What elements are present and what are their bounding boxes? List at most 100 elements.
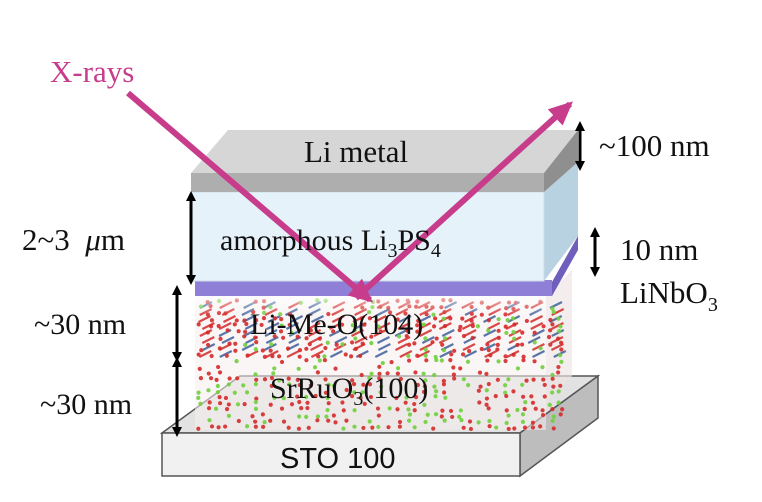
lattice-atom — [244, 322, 258, 330]
lattice-atom — [324, 414, 329, 419]
lattice-atom — [265, 336, 279, 344]
lattice-atom — [558, 383, 563, 388]
lattice-atom — [205, 330, 211, 335]
lattice-atom — [312, 365, 318, 370]
lattice-atom — [506, 377, 511, 382]
lattice-atom — [421, 322, 426, 327]
lattice-atom — [268, 348, 273, 353]
lattice-atom — [380, 360, 385, 366]
lattice-atom — [486, 381, 491, 387]
lattice-side-face — [546, 270, 572, 402]
lattice-atom — [417, 350, 431, 358]
lattice-atom — [469, 318, 474, 323]
electrode-label: SrRuO3(100) — [270, 372, 428, 410]
lattice-atom — [333, 420, 338, 425]
lattice-atom — [521, 358, 526, 363]
lattice-atom — [403, 400, 408, 405]
lattice-atom — [361, 425, 366, 431]
lattice-atom — [340, 342, 345, 347]
lattice-atom — [315, 418, 320, 423]
lattice-atom — [557, 328, 562, 334]
lattice-atom — [397, 336, 411, 344]
lattice-atom — [538, 424, 543, 429]
lattice-atom — [531, 329, 545, 337]
lattice-atom — [496, 328, 501, 333]
lattice-atom — [439, 358, 445, 363]
lattice-atom — [196, 390, 201, 395]
lattice-atom — [548, 328, 553, 333]
lattice-atom — [448, 408, 454, 414]
lattice-atom — [262, 354, 267, 360]
lattice-atom — [461, 377, 466, 382]
lattice-atom — [322, 354, 327, 359]
lattice-atom — [419, 343, 433, 351]
lattice-atom — [236, 418, 241, 424]
lattice-atom — [425, 412, 430, 417]
lattice-atom — [214, 377, 219, 382]
lattice-atom — [253, 406, 259, 411]
lattice-atom — [253, 419, 258, 424]
lattice-atom — [378, 329, 383, 334]
lattice-atom — [550, 322, 555, 327]
lattice-atom — [443, 395, 448, 400]
lattice-atom — [434, 389, 439, 394]
lattice-atom — [405, 328, 410, 333]
lattice-atom — [208, 324, 214, 329]
lattice-atom — [550, 306, 555, 311]
lattice-atom — [431, 324, 437, 329]
xray-diffracted-beam — [353, 101, 573, 301]
lattice-atom — [495, 342, 500, 347]
lattice-atom — [223, 424, 228, 429]
xray-label: X-rays — [50, 54, 134, 89]
lattice-atom — [217, 395, 222, 400]
lattice-atom — [532, 350, 546, 358]
lattice-atom — [272, 366, 277, 371]
lattice-atom — [377, 364, 382, 369]
lattice-atom — [503, 324, 508, 329]
lattice-atom — [351, 329, 364, 337]
lattice-atom — [511, 330, 516, 335]
lattice-atom — [465, 359, 471, 364]
lattice-atom — [362, 322, 367, 327]
lattice-atom — [511, 389, 516, 394]
lattice-atom — [241, 383, 246, 388]
lattice-atom — [458, 366, 463, 371]
lattice-atom — [475, 324, 481, 329]
lattice-atom — [423, 336, 428, 341]
lattice-atom — [217, 370, 223, 375]
lattice-atom — [370, 425, 375, 430]
lattice-atom — [495, 347, 500, 352]
lattice-atom — [468, 426, 474, 432]
lattice-atom — [286, 376, 291, 381]
lattice-atom — [530, 400, 536, 405]
electrode-thickness-label: ~30 nm — [40, 388, 132, 421]
lattice-atom — [377, 371, 382, 376]
lattice-atom — [360, 390, 365, 395]
lattice-atom — [442, 418, 447, 423]
lattice-atom — [308, 328, 313, 333]
lattice-atom — [397, 424, 402, 429]
lattice-atom — [496, 335, 501, 341]
lattice-atom — [287, 322, 292, 327]
lattice-atom — [531, 377, 536, 382]
lattice-atom — [253, 382, 258, 387]
lattice-atom — [253, 372, 258, 377]
lattice-atom — [440, 408, 445, 413]
lattice-atom — [242, 334, 247, 339]
lattice-atom — [376, 413, 381, 418]
lattice-atom — [416, 318, 421, 323]
lattice-atom — [344, 387, 349, 393]
lattice-atom — [198, 350, 212, 358]
lattice-atom — [484, 402, 489, 407]
lattice-atom — [367, 316, 372, 321]
lattice-atom — [279, 323, 284, 328]
lattice-atom — [407, 412, 413, 417]
lattice-atom — [395, 343, 409, 351]
lattice-atom — [331, 413, 336, 418]
lattice-atom — [512, 322, 517, 327]
lattice-atom — [352, 390, 357, 395]
lattice-atom — [377, 322, 391, 330]
lattice-atom — [223, 395, 229, 401]
lattice-atom — [329, 350, 343, 358]
lattice-atom — [235, 402, 241, 407]
